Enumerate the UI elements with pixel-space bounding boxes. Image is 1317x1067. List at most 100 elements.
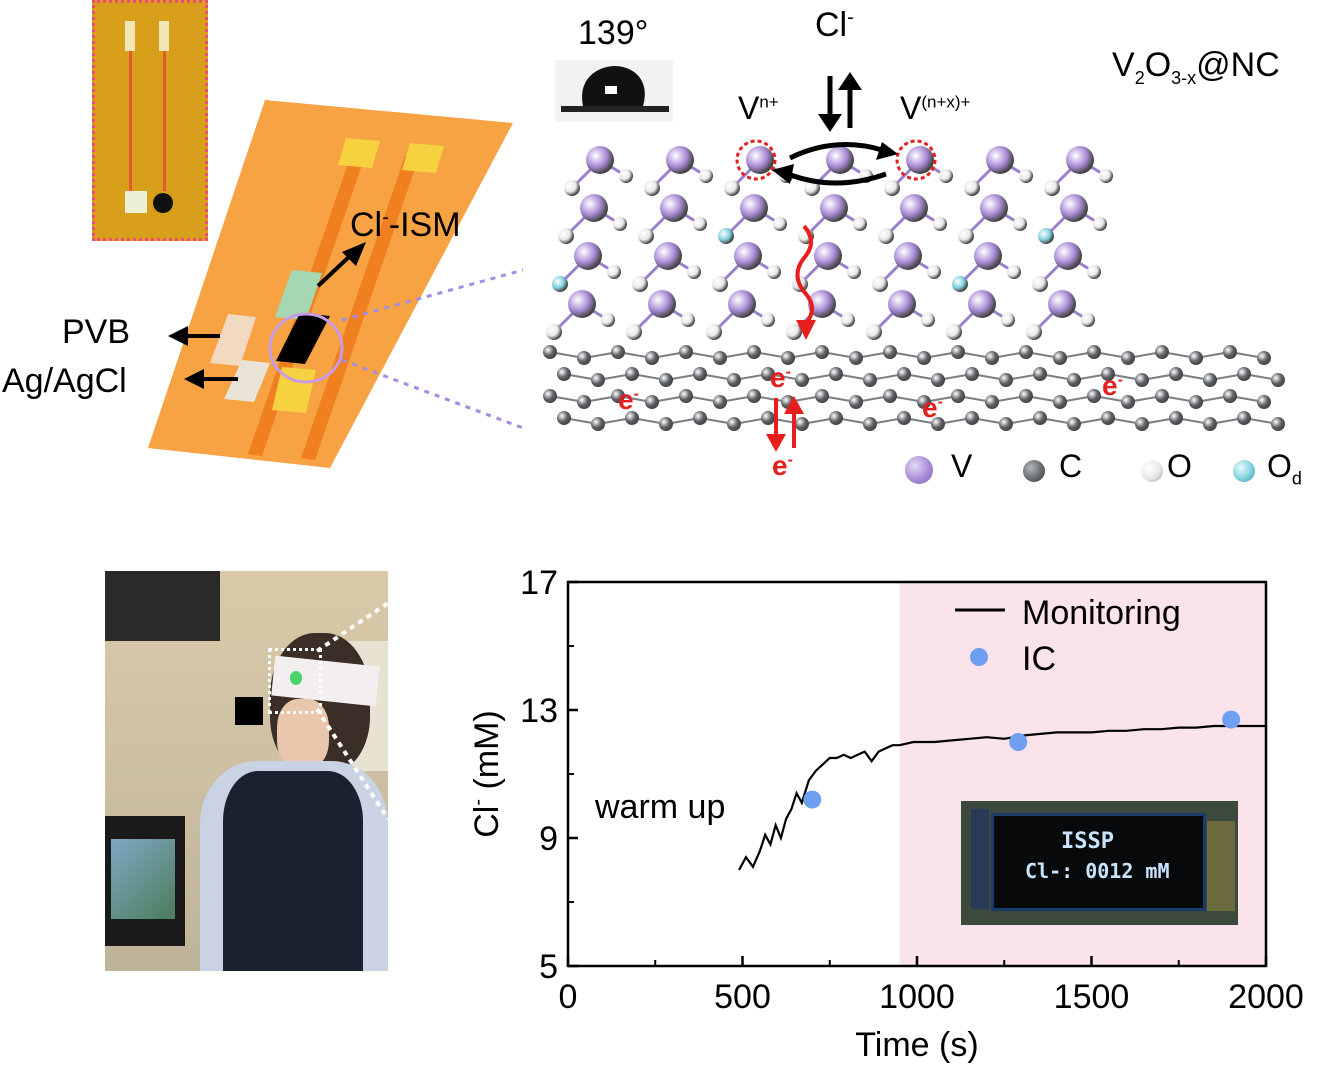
vanadium-atom <box>888 290 916 318</box>
carbon-atom <box>883 345 897 359</box>
carbon-atom <box>917 351 931 365</box>
carbon-atom <box>557 411 571 425</box>
vanadium-atom <box>1054 242 1082 270</box>
x-tick-label: 1000 <box>879 978 955 1016</box>
carbon-atom <box>795 373 809 387</box>
v-high-highlight <box>895 139 937 181</box>
oxygen-atom <box>1032 276 1048 292</box>
electron-label-3: e- <box>922 392 943 423</box>
x-tick-label: 2000 <box>1228 978 1304 1016</box>
carbon-atom <box>883 389 897 403</box>
redox-arrow-forward <box>788 142 883 161</box>
vanadium-atom <box>1060 194 1088 222</box>
legend-od-label: Od <box>1267 448 1302 489</box>
carbon-atom <box>1101 411 1115 425</box>
oxygen-atom <box>1099 169 1113 183</box>
legend-v-label: V <box>951 448 973 484</box>
carbon-atom <box>1053 395 1067 409</box>
carbon-atom <box>1121 351 1135 365</box>
vanadium-atom <box>986 146 1014 174</box>
oxygen-atom <box>632 276 648 292</box>
carbon-atom <box>679 345 693 359</box>
carbon-atom <box>1237 367 1251 381</box>
oxygen-atom <box>1081 313 1095 327</box>
carbon-atom <box>1155 389 1169 403</box>
carbon-atom <box>931 373 945 387</box>
display-line-1: ISSP <box>1061 829 1114 854</box>
v-low-highlight <box>735 139 777 181</box>
ic-point <box>1222 710 1241 729</box>
carbon-atom <box>965 367 979 381</box>
carbon-atom <box>1203 417 1217 431</box>
carbon-atom <box>591 417 605 431</box>
oxygen-atom <box>847 265 861 279</box>
carbon-atom <box>1067 417 1081 431</box>
ion-exchange-arrows <box>818 72 862 132</box>
oxygen-atom <box>607 265 621 279</box>
vanadium-atom <box>580 194 608 222</box>
vanadium-atom <box>814 242 842 270</box>
carbon-atom <box>1121 395 1135 409</box>
atom-legend: V C O Od <box>905 448 1315 494</box>
vanadium-atom <box>820 194 848 222</box>
oxygen-atom <box>601 313 615 327</box>
contact-angle-label: 139° <box>578 14 649 52</box>
oxygen-atom <box>866 324 882 340</box>
vanadium-atom <box>826 146 854 174</box>
carbon-atom <box>1019 389 1033 403</box>
carbon-atom <box>951 389 965 403</box>
x-tick-label: 0 <box>559 978 578 1016</box>
pvb-pad <box>210 314 256 366</box>
oxygen-atom <box>1019 169 1033 183</box>
carbon-atom <box>543 389 557 403</box>
carbon-atom <box>1135 373 1149 387</box>
carbon-atom <box>727 417 741 431</box>
oxygen-atom <box>841 313 855 327</box>
carbon-atom <box>917 395 931 409</box>
y-tick-label: 9 <box>539 820 558 858</box>
x-tick-label: 1500 <box>1054 978 1130 1016</box>
y-tick-label: 13 <box>520 692 558 730</box>
oxygen-atom <box>761 313 775 327</box>
carbon-atom <box>863 417 877 431</box>
carbon-atom <box>747 389 761 403</box>
vanadium-atom <box>900 194 928 222</box>
vanadium-atom <box>740 194 768 222</box>
legend-c-label: C <box>1059 448 1083 484</box>
carbon-atom <box>1203 373 1217 387</box>
carbon-atom <box>625 411 639 425</box>
carbon-atom <box>931 417 945 431</box>
vanadium-atom <box>648 290 676 318</box>
electron-label-5: e- <box>772 450 793 481</box>
carbon-atom <box>1223 389 1237 403</box>
ism-pad <box>275 270 322 320</box>
carbon-atom <box>713 351 727 365</box>
carbon-atom <box>965 411 979 425</box>
carbon-atom <box>645 395 659 409</box>
carbon-atom <box>897 411 911 425</box>
carbon-atom <box>1271 373 1285 387</box>
oxygen-atom <box>699 169 713 183</box>
vanadium-atom <box>894 242 922 270</box>
oxygen-atom <box>927 265 941 279</box>
agcl-label: Ag/AgCl <box>2 362 127 400</box>
oxygen-defect-atom <box>718 228 734 244</box>
oxygen-atom <box>706 324 722 340</box>
carbon-atom <box>1135 417 1149 431</box>
carbon-atom <box>1271 417 1285 431</box>
oxygen-atom <box>693 217 707 231</box>
vanadium-atom <box>1066 146 1094 174</box>
y-tick-label: 5 <box>539 948 558 986</box>
oxygen-atom <box>644 180 660 196</box>
carbon-atom <box>659 417 673 431</box>
sensor-photo <box>92 0 208 241</box>
carbon-atom <box>1257 395 1271 409</box>
oxygen-atom <box>687 265 701 279</box>
oxygen-atom <box>958 228 974 244</box>
display-photo: ISSP Cl-: 0012 mM <box>961 801 1238 925</box>
oxygen-atom <box>638 228 654 244</box>
oxygen-defect-atom <box>1038 228 1054 244</box>
carbon-atom <box>829 367 843 381</box>
carbon-atom <box>693 411 707 425</box>
vanadium-atom <box>654 242 682 270</box>
